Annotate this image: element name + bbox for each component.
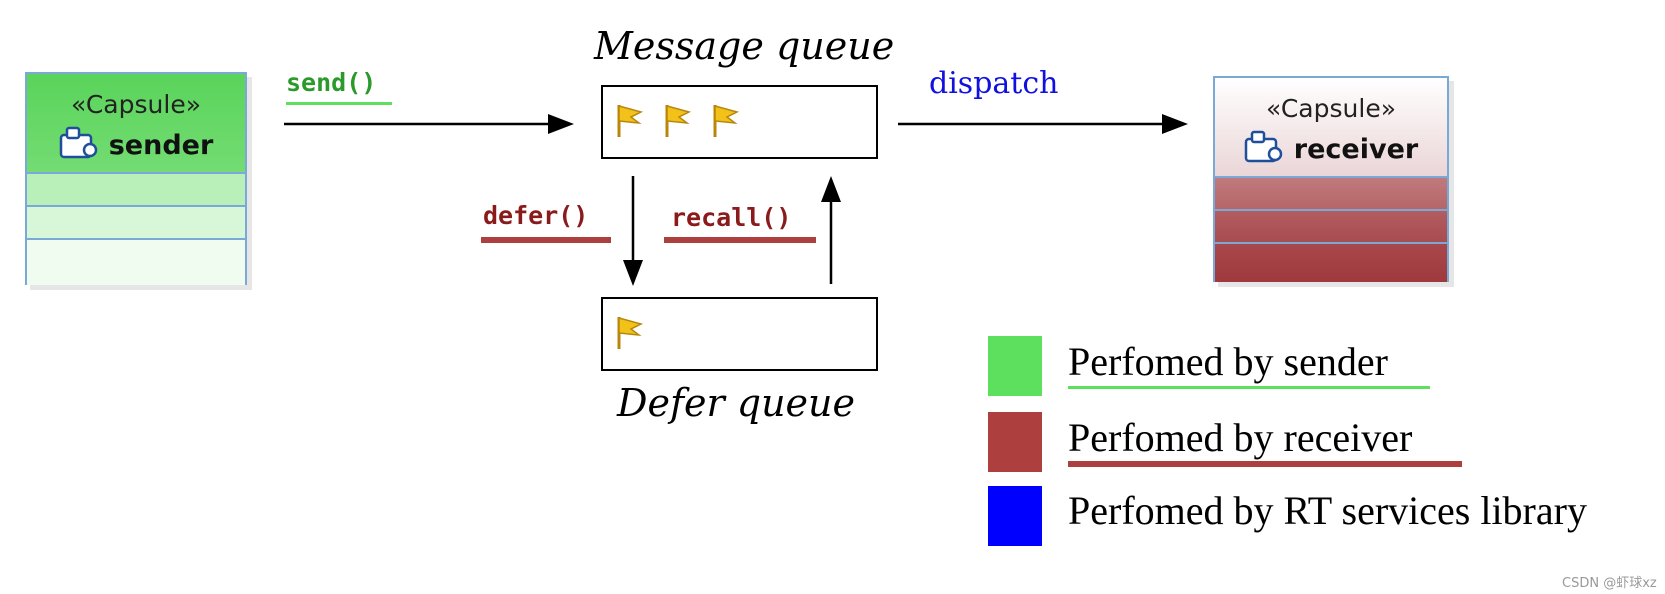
capsule-icon xyxy=(1244,130,1284,171)
receiver-name-row: receiver xyxy=(1215,130,1447,171)
receiver-compartment-1 xyxy=(1215,176,1447,209)
sender-name-row: sender xyxy=(27,126,245,167)
defer-underline xyxy=(481,237,611,243)
receiver-stereotype: «Capsule» xyxy=(1266,94,1396,123)
flag-icon xyxy=(617,105,644,137)
defer-queue[interactable] xyxy=(601,297,878,371)
legend-underline-sender xyxy=(1068,386,1430,389)
send-label: send() xyxy=(286,68,377,97)
recall-arrow-head xyxy=(821,176,841,202)
receiver-compartment-3 xyxy=(1215,242,1447,282)
defer-queue-items xyxy=(617,317,644,349)
flag-icon xyxy=(713,105,740,137)
sender-capsule[interactable]: «Capsule» sender xyxy=(25,72,247,285)
legend-text-sender: Perfomed by sender xyxy=(1068,339,1388,384)
defer-arrow-head xyxy=(623,260,643,286)
legend-text-rt-library: Perfomed by RT services library xyxy=(1068,488,1587,533)
flag-icon xyxy=(617,317,644,349)
receiver-compartment-2 xyxy=(1215,209,1447,242)
legend-text-receiver: Perfomed by receiver xyxy=(1068,415,1413,460)
message-queue[interactable] xyxy=(601,85,878,159)
sender-name: sender xyxy=(108,130,214,161)
sender-compartment-1 xyxy=(27,172,245,205)
dispatch-label: dispatch xyxy=(929,66,1059,101)
legend-swatch-receiver xyxy=(988,412,1042,472)
message-queue-items xyxy=(617,105,740,137)
legend-underline-receiver xyxy=(1068,461,1462,467)
dispatch-arrow-head xyxy=(1162,114,1188,134)
capsule-icon xyxy=(59,126,99,167)
sender-compartment-2 xyxy=(27,205,245,238)
flag-icon xyxy=(665,105,692,137)
defer-label: defer() xyxy=(483,201,589,230)
message-queue-title: Message queue xyxy=(594,24,895,68)
defer-queue-title: Defer queue xyxy=(617,381,856,425)
recall-underline xyxy=(664,237,816,243)
send-underline xyxy=(286,102,392,105)
sender-capsule-header: «Capsule» sender xyxy=(27,74,245,172)
sender-compartment-3 xyxy=(27,238,245,285)
recall-label: recall() xyxy=(671,203,792,232)
legend-swatch-sender xyxy=(988,336,1042,396)
receiver-name: receiver xyxy=(1293,134,1419,165)
watermark: CSDN @虾球xz xyxy=(1562,576,1657,591)
send-arrow-head xyxy=(548,114,574,134)
sender-stereotype: «Capsule» xyxy=(71,90,201,119)
receiver-capsule[interactable]: «Capsule» receiver xyxy=(1213,76,1449,282)
legend-swatch-rt-library xyxy=(988,486,1042,546)
receiver-capsule-header: «Capsule» receiver xyxy=(1215,78,1447,176)
